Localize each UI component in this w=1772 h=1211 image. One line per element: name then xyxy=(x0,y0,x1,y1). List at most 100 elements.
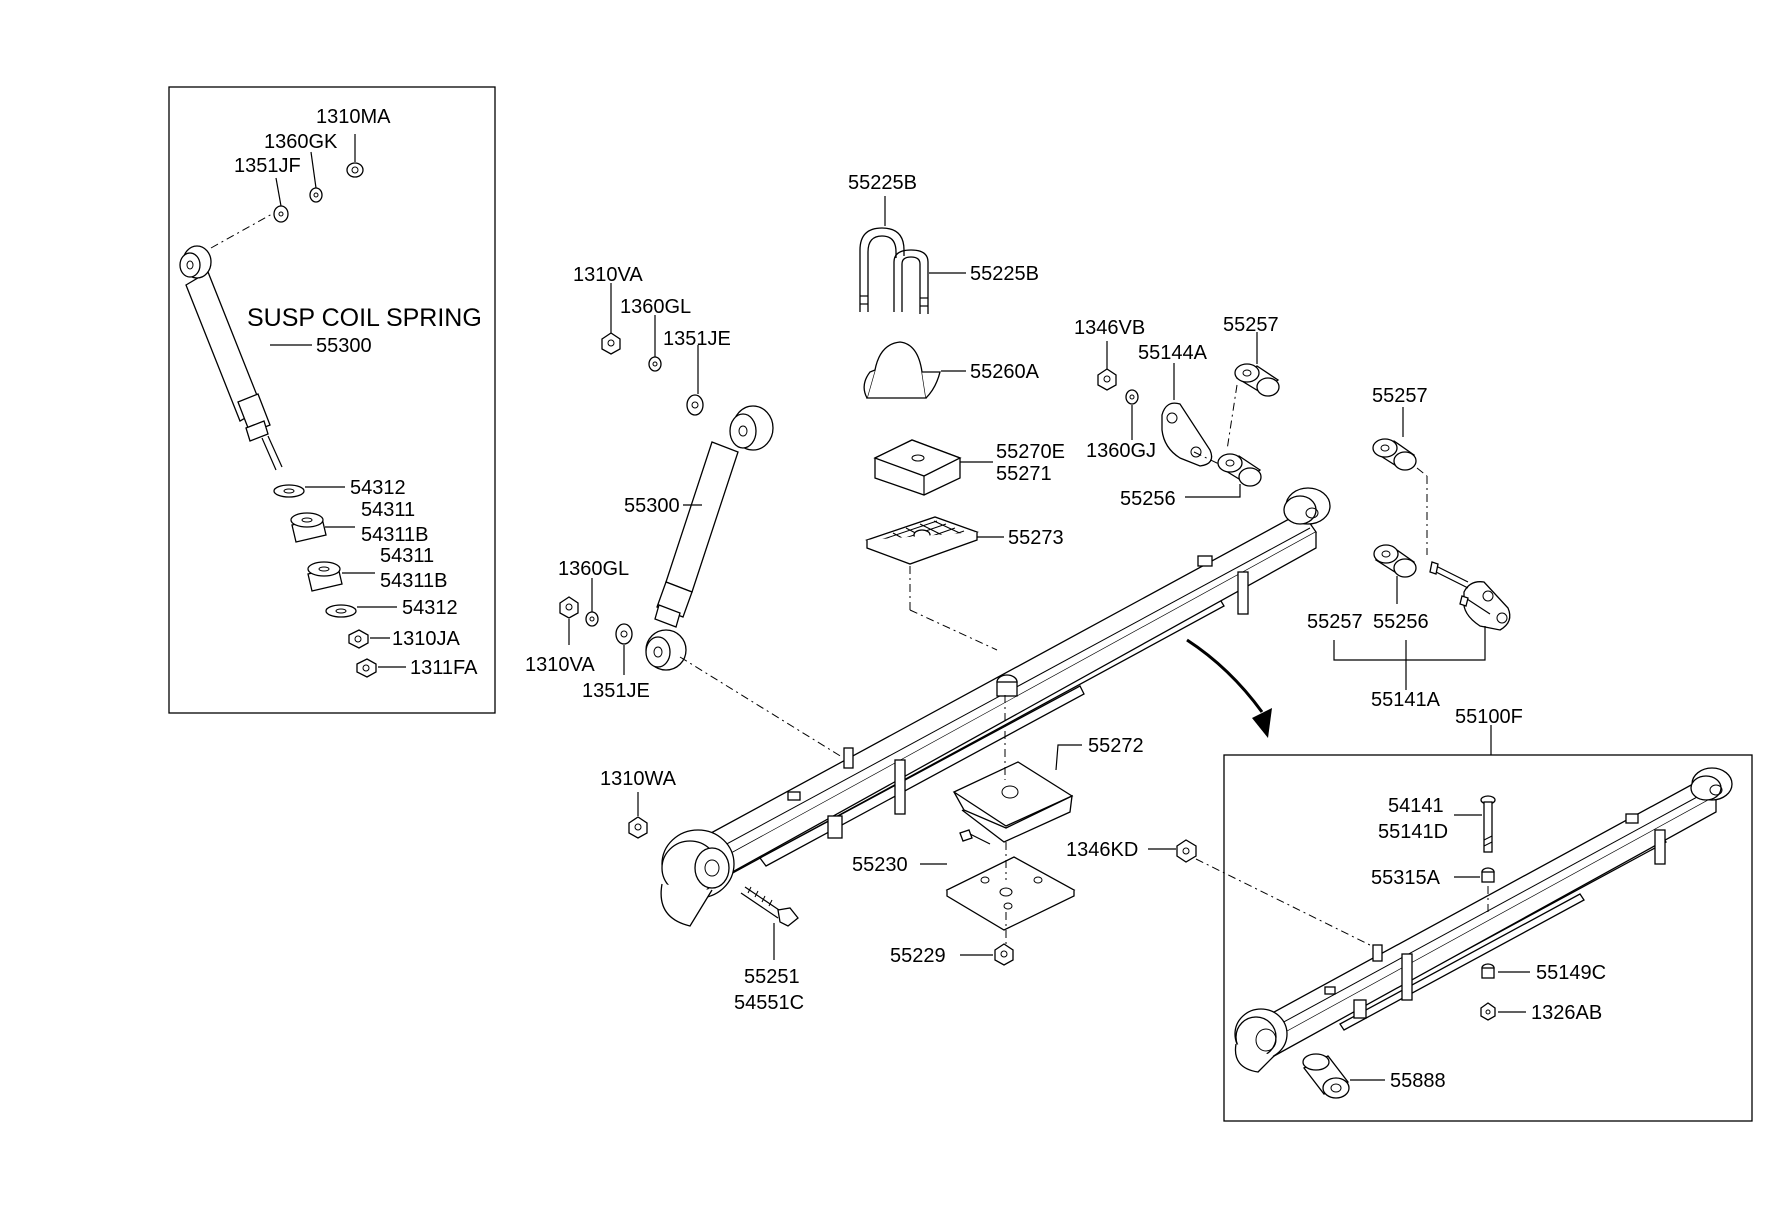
callout-1346vb[interactable]: 1346VB xyxy=(1074,317,1145,339)
callout-1310va-bottom[interactable]: 1310VA xyxy=(525,654,595,676)
leaf-spring-main-part[interactable] xyxy=(660,487,1331,927)
assembly-arrow xyxy=(1186,638,1272,738)
bushing-55888-part[interactable] xyxy=(1302,1053,1350,1099)
callout-55257-right[interactable]: 55257 xyxy=(1372,385,1428,407)
callout-55270e[interactable]: 55270E xyxy=(996,441,1065,463)
callout-1360gj[interactable]: 1360GJ xyxy=(1086,440,1156,462)
callout-1351jf[interactable]: 1351JF xyxy=(234,155,301,177)
callout-55300-inset[interactable]: 55300 xyxy=(316,335,372,357)
callout-55257-top[interactable]: 55257 xyxy=(1223,314,1279,336)
bolt-54141-part[interactable] xyxy=(1480,795,1496,853)
washer-1351je-bottom-part[interactable] xyxy=(615,623,633,645)
nut-1310ja-part[interactable] xyxy=(348,629,369,649)
nut-1310va-bottom-part[interactable] xyxy=(559,596,579,619)
callout-54311b-lower[interactable]: 54311B xyxy=(380,570,447,592)
callout-54311-upper[interactable]: 54311 xyxy=(361,499,415,521)
bushing-55256-lower-part[interactable] xyxy=(1373,544,1417,578)
washer-54312-upper-part[interactable] xyxy=(273,484,305,498)
nut-1326ab-part[interactable] xyxy=(1480,1002,1496,1021)
callout-55225b-right[interactable]: 55225B xyxy=(970,263,1039,285)
callout-55141d[interactable]: 55141D xyxy=(1378,821,1448,843)
bolt-55251-part[interactable] xyxy=(740,886,799,927)
callout-1310ma[interactable]: 1310MA xyxy=(316,106,391,128)
callout-55225b-top[interactable]: 55225B xyxy=(848,172,917,194)
bushing-55256-upper-part[interactable] xyxy=(1217,453,1262,487)
u-bolt-group: 55225B 55225B 55260A 55270E 55271 55273 xyxy=(848,172,1065,651)
callout-54141[interactable]: 54141 xyxy=(1388,795,1444,817)
callout-1310va-top[interactable]: 1310VA xyxy=(573,264,643,286)
inset-title: SUSP COIL SPRING xyxy=(247,304,482,332)
bushing-55257-upper-part[interactable] xyxy=(1234,363,1280,397)
callout-1351je-bottom[interactable]: 1351JE xyxy=(582,680,650,702)
shackle-plate-55144a-part[interactable] xyxy=(1161,402,1213,467)
u-bolt-55225b-front-part[interactable] xyxy=(859,227,929,314)
nut-1311fa-part[interactable] xyxy=(356,658,377,678)
callout-1360gk[interactable]: 1360GK xyxy=(264,131,338,153)
nut-55149c-part[interactable] xyxy=(1481,963,1495,979)
shock-absorber-55300-part[interactable] xyxy=(645,405,774,671)
nut-1310va-top-part[interactable] xyxy=(601,332,621,355)
callout-55230[interactable]: 55230 xyxy=(852,854,908,876)
washer-54312-lower-part[interactable] xyxy=(325,604,357,618)
callout-55144a[interactable]: 55144A xyxy=(1138,342,1208,364)
nut-1346vb-part[interactable] xyxy=(1097,368,1117,391)
callout-55149c[interactable]: 55149C xyxy=(1536,962,1606,984)
callout-55251[interactable]: 55251 xyxy=(744,966,800,988)
bumper-pad-55273-part[interactable] xyxy=(865,516,979,565)
callout-54312-upper[interactable]: 54312 xyxy=(350,477,406,499)
callout-55141a[interactable]: 55141A xyxy=(1371,689,1441,711)
washer-1360gl-top-part[interactable] xyxy=(648,356,662,372)
washer-1351jf-part[interactable] xyxy=(273,205,289,223)
callout-1360gl-bottom[interactable]: 1360GL xyxy=(558,558,629,580)
callout-1360gl-top[interactable]: 1360GL xyxy=(620,296,691,318)
assy-inset-frame xyxy=(1223,754,1753,1122)
callout-55273[interactable]: 55273 xyxy=(1008,527,1064,549)
spring-seat-55260a-part[interactable] xyxy=(863,341,941,399)
callout-55272[interactable]: 55272 xyxy=(1088,735,1144,757)
callout-1311fa[interactable]: 1311FA xyxy=(410,657,478,679)
callout-55300-main[interactable]: 55300 xyxy=(624,495,680,517)
washer-1351je-top-part[interactable] xyxy=(686,394,704,416)
callout-55257-group[interactable]: 55257 xyxy=(1307,611,1363,633)
nut-1346kd-part[interactable] xyxy=(1176,839,1197,863)
shock-absorber-main-group: 55300 1310VA 1360GL 1351JE 1360GL xyxy=(525,264,843,758)
callout-1326ab[interactable]: 1326AB xyxy=(1531,1002,1602,1024)
callout-55271[interactable]: 55271 xyxy=(996,463,1052,485)
callout-1310ja[interactable]: 1310JA xyxy=(392,628,460,650)
washer-1360gl-bottom-part[interactable] xyxy=(585,611,599,627)
bushing-55257-right-part[interactable] xyxy=(1372,438,1417,471)
mount-plate-55230-part[interactable] xyxy=(945,829,1076,931)
inset-shock-absorber-group: 1310MA 1360GK 1351JF SUSP COIL SPRING 55… xyxy=(168,86,496,714)
callout-54311b-upper[interactable]: 54311B xyxy=(361,524,428,546)
callout-55256-group[interactable]: 55256 xyxy=(1373,611,1429,633)
callout-55100f[interactable]: 55100F xyxy=(1455,706,1523,728)
callout-55256-top[interactable]: 55256 xyxy=(1120,488,1176,510)
spacer-55270e-part[interactable] xyxy=(873,439,962,496)
leaf-spring-assy-group: 55100F 54141 xyxy=(1223,706,1753,1122)
nut-1310ma-part[interactable] xyxy=(346,162,364,178)
washer-1360gj-part[interactable] xyxy=(1125,389,1139,405)
shackle-group: 1346VB 1360GJ 55144A 55257 xyxy=(1074,314,1511,711)
callout-55260a[interactable]: 55260A xyxy=(970,361,1040,383)
callout-54312-lower[interactable]: 54312 xyxy=(402,597,458,619)
washer-1360gk-part[interactable] xyxy=(309,187,323,203)
callout-54311-lower[interactable]: 54311 xyxy=(380,545,434,567)
bushing-54311-upper-part[interactable] xyxy=(290,512,327,543)
bushing-54311-lower-part[interactable] xyxy=(307,561,343,592)
callout-54551c[interactable]: 54551C xyxy=(734,992,804,1014)
callout-55888[interactable]: 55888 xyxy=(1390,1070,1446,1092)
callout-55315a[interactable]: 55315A xyxy=(1371,867,1441,889)
nut-1310wa-part[interactable] xyxy=(628,816,648,839)
callout-1346kd[interactable]: 1346KD xyxy=(1066,839,1138,861)
leaf-spring-assy-55100f-part[interactable] xyxy=(1234,767,1733,1073)
lower-mount-group: 55272 55230 55229 1310WA xyxy=(600,695,1381,1014)
spacer-55315a-part[interactable] xyxy=(1481,867,1495,883)
nut-55229-part[interactable] xyxy=(994,943,1014,966)
callout-55229[interactable]: 55229 xyxy=(890,945,946,967)
shock-absorber-inset-part[interactable] xyxy=(179,245,283,471)
shackle-assy-55141a-part[interactable] xyxy=(1429,561,1511,631)
callout-1310wa[interactable]: 1310WA xyxy=(600,768,677,790)
spring-plate-55272-part[interactable] xyxy=(952,761,1074,843)
callout-1351je-top[interactable]: 1351JE xyxy=(663,328,731,350)
